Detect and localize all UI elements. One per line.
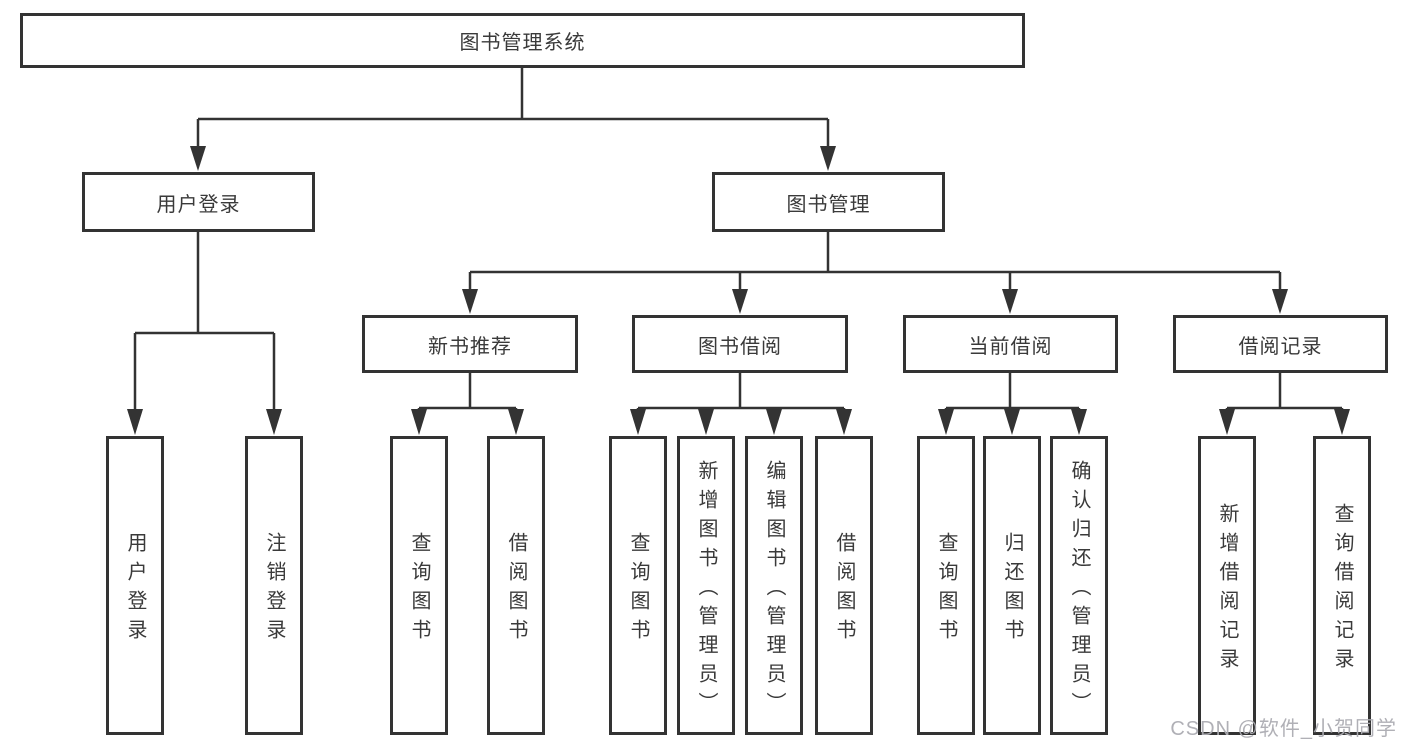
node-new-book-recommendation: 新书推荐 xyxy=(362,315,578,373)
node-root: 图书管理系统 xyxy=(20,13,1025,68)
connector-borrow-records-to-leaves xyxy=(1225,373,1344,411)
leaf-query-books-current-label: 查询图书 xyxy=(935,532,957,648)
arrow-down-icon xyxy=(630,409,646,435)
arrow-down-icon xyxy=(732,289,748,314)
arrow-down-icon xyxy=(766,409,782,435)
leaf-add-borrow-record-label: 新增借阅记录 xyxy=(1216,503,1238,677)
leaf-logout: 注销登录 xyxy=(245,436,303,735)
arrow-down-icon xyxy=(698,409,714,435)
leaf-query-books-recommend: 查询图书 xyxy=(390,436,448,735)
leaf-query-books-borrow-label: 查询图书 xyxy=(627,532,649,648)
leaf-borrow-books: 借阅图书 xyxy=(815,436,873,735)
arrow-down-icon xyxy=(1004,409,1020,435)
arrow-down-icon xyxy=(266,409,282,435)
leaf-confirm-return-admin-label: 确认归还（管理员） xyxy=(1068,459,1090,721)
node-new-book-recommendation-label: 新书推荐 xyxy=(428,335,512,358)
arrow-down-icon xyxy=(1272,289,1288,314)
leaf-return-books: 归还图书 xyxy=(983,436,1041,735)
node-root-label: 图书管理系统 xyxy=(459,32,586,54)
leaf-query-books-borrow: 查询图书 xyxy=(609,436,667,735)
node-user-login: 用户登录 xyxy=(82,172,315,232)
arrow-down-icon xyxy=(820,146,836,171)
arrow-down-icon xyxy=(1219,409,1235,435)
arrow-down-icon xyxy=(1334,409,1350,435)
node-borrowing-records-label: 借阅记录 xyxy=(1238,335,1323,358)
connector-book-mgmt-to-level3 xyxy=(468,232,1282,291)
leaf-borrow-books-recommend-label: 借阅图书 xyxy=(505,532,527,648)
leaf-add-books-admin: 新增图书（管理员） xyxy=(677,436,735,735)
leaf-query-borrow-record-label: 查询借阅记录 xyxy=(1331,503,1353,677)
arrow-down-icon xyxy=(836,409,852,435)
leaf-query-books-recommend-label: 查询图书 xyxy=(408,532,430,648)
leaf-add-borrow-record: 新增借阅记录 xyxy=(1198,436,1256,735)
arrow-down-icon xyxy=(462,289,478,314)
leaf-user-login: 用户登录 xyxy=(106,436,164,735)
node-book-borrowing-label: 图书借阅 xyxy=(698,335,782,358)
arrow-down-icon xyxy=(1071,409,1087,435)
node-borrowing-records: 借阅记录 xyxy=(1173,315,1388,373)
leaf-borrow-books-label: 借阅图书 xyxy=(833,532,855,648)
arrow-down-icon xyxy=(411,409,427,435)
leaf-confirm-return-admin: 确认归还（管理员） xyxy=(1050,436,1108,735)
connector-book-borrow-to-leaves xyxy=(636,373,846,411)
leaf-edit-books-admin-label: 编辑图书（管理员） xyxy=(763,459,785,721)
leaf-logout-label: 注销登录 xyxy=(263,532,285,648)
connector-user-login-to-leaves xyxy=(133,232,276,411)
csdn-watermark: CSDN @软件_小贺同学 xyxy=(1170,718,1397,740)
leaf-edit-books-admin: 编辑图书（管理员） xyxy=(745,436,803,735)
leaf-borrow-books-recommend: 借阅图书 xyxy=(487,436,545,735)
node-book-management-label: 图书管理 xyxy=(786,193,871,216)
node-user-login-label: 用户登录 xyxy=(156,193,241,216)
arrow-down-icon xyxy=(190,146,206,171)
leaf-query-books-current: 查询图书 xyxy=(917,436,975,735)
arrow-down-icon xyxy=(508,409,524,435)
leaf-query-borrow-record: 查询借阅记录 xyxy=(1313,436,1371,735)
connector-current-borrow-to-leaves xyxy=(944,373,1081,411)
leaf-user-login-label: 用户登录 xyxy=(124,532,146,648)
node-book-management: 图书管理 xyxy=(712,172,945,232)
node-current-borrowing: 当前借阅 xyxy=(903,315,1118,373)
leaf-add-books-admin-label: 新增图书（管理员） xyxy=(695,459,717,721)
connector-new-book-rec-to-leaves xyxy=(417,373,518,411)
arrow-down-icon xyxy=(127,409,143,435)
node-book-borrowing: 图书借阅 xyxy=(632,315,848,373)
arrow-down-icon xyxy=(938,409,954,435)
node-current-borrowing-label: 当前借阅 xyxy=(968,335,1053,358)
connector-root-to-level2 xyxy=(196,68,830,148)
arrow-down-icon xyxy=(1002,289,1018,314)
leaf-return-books-label: 归还图书 xyxy=(1001,532,1023,648)
